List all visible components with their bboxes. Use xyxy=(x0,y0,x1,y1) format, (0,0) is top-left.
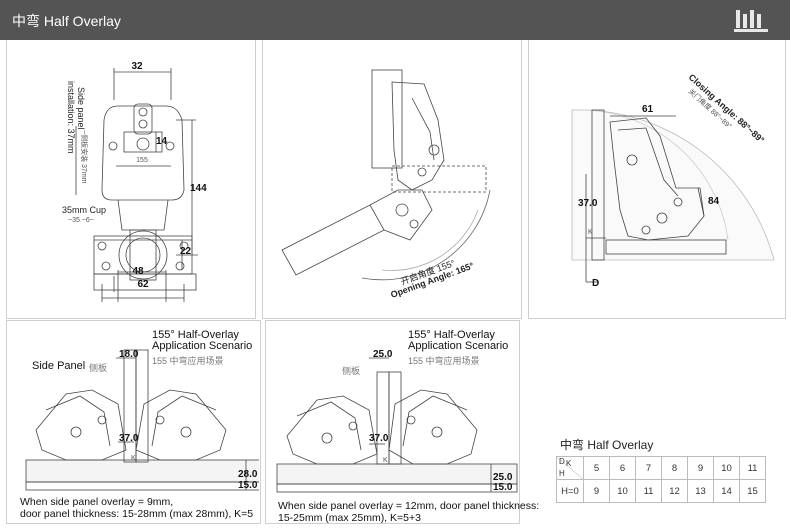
dim-48: 48 xyxy=(132,266,144,277)
table-cell: 13 xyxy=(687,479,714,503)
closing-angle-drawing: Closing Angle: 88°~89° 关门角度 88°~89° 61 3… xyxy=(571,72,775,289)
table-cell: 5 xyxy=(583,456,610,480)
page-title: 中弯 Half Overlay xyxy=(12,13,121,29)
dim-r2: 15.0 xyxy=(493,482,513,493)
corner-h: H xyxy=(559,469,565,478)
table-cell: 8 xyxy=(661,456,688,480)
scenario-right-caption-2: 15-25mm (max 25mm), K=5+3 xyxy=(278,512,421,524)
table-cell: 14 xyxy=(713,479,740,503)
overlay-table-title: 中弯 Half Overlay xyxy=(560,438,654,452)
cup-label: 35mm Cup xyxy=(62,205,106,215)
opening-angle-drawing: 开启角度 155° Opening Angle: 165° xyxy=(281,69,491,300)
table-cell: 12 xyxy=(661,479,688,503)
dim-62: 62 xyxy=(137,279,149,290)
scenario-right-title-1: 155° Half-Overlay xyxy=(408,329,495,341)
table-row: H=0 9 10 11 12 13 14 15 xyxy=(556,479,766,503)
table-cell: 10 xyxy=(713,456,740,480)
scenario-right-drawing: 25.0 37.0 K 25.0 15.0 xyxy=(276,349,518,493)
table-cell: 10 xyxy=(609,479,636,503)
table-cell: 15 xyxy=(739,479,766,503)
dim-top: 25.0 xyxy=(373,349,393,360)
k-label: K xyxy=(131,455,136,462)
scenario-left-title-cn: 155 中弯应用场景 xyxy=(152,356,224,366)
row-label: H=0 xyxy=(556,479,584,503)
dim-32: 32 xyxy=(131,61,143,72)
side-panel-cn-label: 侧板 xyxy=(342,366,361,376)
dim-22: 22 xyxy=(180,246,192,257)
side-panel-label: Side Panel xyxy=(32,360,86,372)
dim-61: 61 xyxy=(642,104,654,115)
scenario-left-title-2: Application Scenario xyxy=(152,340,253,352)
dim-r2: 15.0 xyxy=(238,480,258,491)
overlay-table: D K H 5 6 7 8 9 10 11 H=0 9 10 11 12 13 … xyxy=(556,456,766,503)
side-panel-install-label: installation: 37mm xyxy=(66,81,76,154)
brand-logo xyxy=(734,10,768,32)
cup-sub-label: ~35 ~6~ xyxy=(68,217,94,224)
scenario-left-drawing: 18.0 37.0 K 28.0 15.0 xyxy=(25,349,259,491)
table-cell: 6 xyxy=(609,456,636,480)
panel-hinge-top-view xyxy=(6,40,256,319)
dim-144: 144 xyxy=(190,183,207,194)
hinge-top-view-drawing: 32 14 144 22 48 62 Side panel installati… xyxy=(62,61,207,302)
scenario-right-title-2: Application Scenario xyxy=(408,340,509,352)
table-cell: 11 xyxy=(635,479,662,503)
corner-d: D xyxy=(559,457,565,466)
header-bar: 中弯 Half Overlay xyxy=(0,0,790,40)
corner-cell: D K H xyxy=(556,456,584,480)
closing-angle-en: Closing Angle: 88°~89° xyxy=(687,72,767,145)
scenario-left-caption-1: When side panel overlay = 9mm, xyxy=(20,496,174,508)
dim-r1: 28.0 xyxy=(238,469,258,480)
side-panel-label: Side panel xyxy=(76,87,86,130)
d-label: D xyxy=(592,278,599,289)
side-panel-cn-label: 侧板 xyxy=(89,363,108,373)
table-row: D K H 5 6 7 8 9 10 11 xyxy=(556,456,766,480)
scenario-right-caption-1: When side panel overlay = 12mm, door pan… xyxy=(278,500,540,512)
dim-r1: 25.0 xyxy=(493,472,513,483)
k-label: K xyxy=(588,229,593,236)
table-cell: 9 xyxy=(687,456,714,480)
dim-mid: 37.0 xyxy=(119,433,139,444)
scenario-right-title-cn: 155 中弯应用场景 xyxy=(408,356,480,366)
corner-k: K xyxy=(566,459,572,468)
center-label: 155 xyxy=(136,157,148,164)
k-label: K xyxy=(383,457,388,464)
side-panel-cn-label: ~侧板安装 37mm xyxy=(80,130,89,184)
dim-top: 18.0 xyxy=(119,349,139,360)
scenario-left-caption-2: door panel thickness: 15-28mm (max 28mm)… xyxy=(20,508,254,520)
scenario-left-title-1: 155° Half-Overlay xyxy=(152,329,239,341)
dim-mid: 37.0 xyxy=(369,433,389,444)
table-cell: 11 xyxy=(739,456,766,480)
table-cell: 9 xyxy=(583,479,610,503)
table-cell: 7 xyxy=(635,456,662,480)
dim-84: 84 xyxy=(708,196,720,207)
dim-37: 37.0 xyxy=(578,198,598,209)
dim-14: 14 xyxy=(156,136,168,147)
